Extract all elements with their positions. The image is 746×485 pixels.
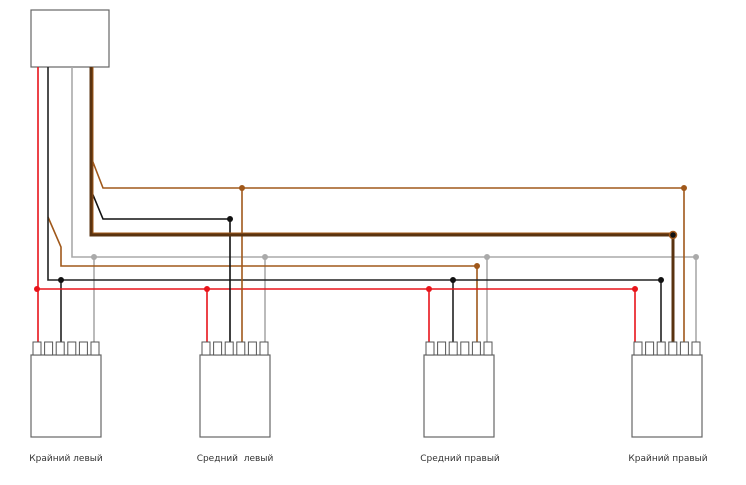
junction-dot — [681, 185, 687, 191]
connector-pin — [483, 341, 493, 356]
connector-pin — [213, 341, 223, 356]
junction-dot — [484, 254, 490, 260]
connector-1 — [30, 341, 102, 438]
brown-wire-upper — [90, 156, 685, 342]
connector-label-far-left: Крайний левый — [29, 454, 103, 464]
black-wire — [47, 67, 662, 342]
connector-pin — [247, 341, 257, 356]
connector-body — [30, 354, 102, 438]
junction-dot — [668, 230, 678, 240]
connector-pin — [448, 341, 458, 356]
connector-pin — [425, 341, 435, 356]
junction-dot — [239, 185, 245, 191]
connector-label-far-right: Крайний правый — [628, 454, 708, 464]
connector-4 — [631, 341, 703, 438]
connector-pin — [656, 341, 666, 356]
connector-pin — [32, 341, 42, 356]
connector-label-middle-right: Средний правый — [420, 454, 500, 464]
connector-pin — [44, 341, 54, 356]
junction-dot — [450, 277, 456, 283]
connector-body — [631, 354, 703, 438]
black-wire-middle-left — [90, 189, 231, 342]
connector-pin — [691, 341, 701, 356]
junction-dot — [632, 286, 638, 292]
junction-dot — [204, 286, 210, 292]
junction-dot — [34, 286, 40, 292]
connector-pin — [679, 341, 689, 356]
gray-wire — [71, 67, 697, 342]
connector-pin — [55, 341, 65, 356]
connector-3 — [423, 341, 495, 438]
connector-pin — [259, 341, 269, 356]
connector-pin — [460, 341, 470, 356]
junction-dot — [426, 286, 432, 292]
junction-dot — [91, 254, 97, 260]
junction-dot — [58, 277, 64, 283]
thick-brown-wire — [89, 67, 675, 342]
connector-pin — [668, 341, 678, 356]
connector-pin — [645, 341, 655, 356]
connector-pin — [437, 341, 447, 356]
junction-dot — [693, 254, 699, 260]
connector-pin — [224, 341, 234, 356]
connector-pin — [471, 341, 481, 356]
junction-dots — [34, 185, 699, 292]
junction-dot — [227, 216, 233, 222]
connector-body — [423, 354, 495, 438]
connector-body — [199, 354, 271, 438]
red-wire — [37, 67, 636, 342]
connector-pin — [78, 341, 88, 356]
connector-label-middle-left: Средний левый — [196, 454, 274, 464]
connector-pin — [236, 341, 246, 356]
brown-wire-right-middle — [47, 216, 478, 342]
connector-2 — [199, 341, 271, 438]
connector-pin — [201, 341, 211, 356]
connector-pin — [633, 341, 643, 356]
junction-dot — [474, 263, 480, 269]
connector-pin — [67, 341, 77, 356]
source-box — [30, 9, 110, 68]
connector-pin — [90, 341, 100, 356]
junction-dot — [262, 254, 268, 260]
junction-dot — [658, 277, 664, 283]
